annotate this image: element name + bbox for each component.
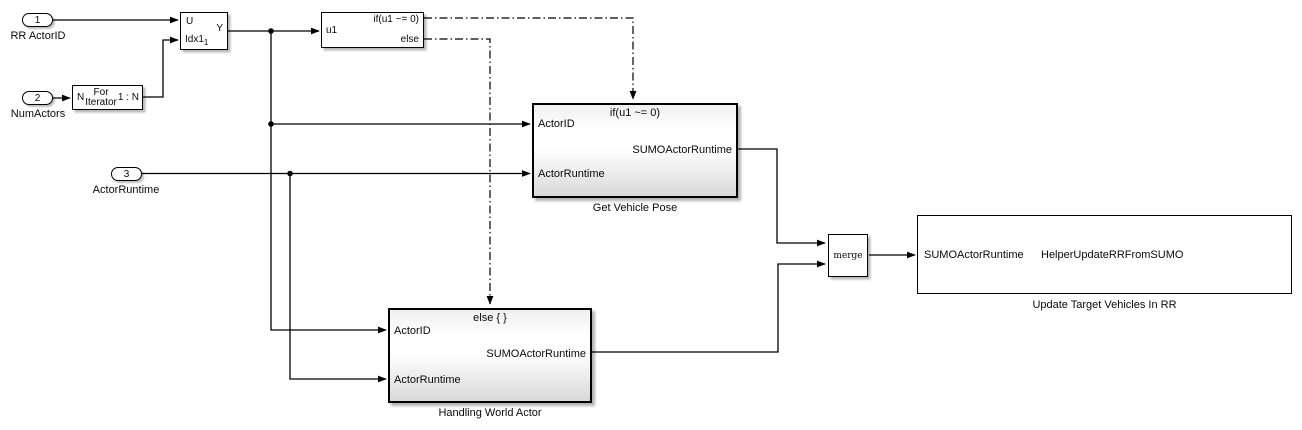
- if-block-output-else: else: [400, 34, 419, 45]
- inport-3-label: ActorRuntime: [92, 184, 160, 196]
- update-block-inport-sumoactorruntime: SUMOActorRuntime: [924, 249, 1024, 261]
- wire-junction-dot: [268, 28, 274, 34]
- selector-input-idx1: Idx11: [185, 34, 209, 47]
- inport-1-label: RR ActorID: [10, 30, 66, 42]
- merge-block[interactable]: merge: [828, 234, 868, 277]
- wire-foriterator-to-selector[interactable]: [143, 36, 179, 98]
- hwa-outport-sumoactorruntime: SUMOActorRuntime: [486, 348, 586, 360]
- inport-2-number: 2: [34, 92, 41, 104]
- selector-output-y: Y: [216, 23, 223, 34]
- subsystem-handling-world-actor[interactable]: else { } ActorID SUMOActorRuntime ActorR…: [388, 308, 592, 403]
- inport-1[interactable]: 1: [22, 13, 53, 27]
- action-wire-if-to-gvp[interactable]: [424, 17, 637, 100]
- update-block-helper-text: HelperUpdateRRFromSUMO: [1041, 249, 1184, 261]
- inport-3-number: 3: [123, 168, 130, 180]
- subsystem-get-vehicle-pose[interactable]: if(u1 ~= 0) ActorID SUMOActorRuntime Act…: [532, 103, 738, 198]
- hwa-action-port-label: else { }: [473, 312, 507, 324]
- selector-idx-subscript: 1: [203, 38, 209, 47]
- inport-1-number: 1: [34, 14, 41, 26]
- wire-hwa-to-merge[interactable]: [592, 260, 826, 353]
- if-block[interactable]: u1 if(u1 ~= 0) else: [321, 12, 424, 48]
- inport-3[interactable]: 3: [111, 167, 142, 181]
- hwa-inport-actorruntime: ActorRuntime: [394, 374, 461, 386]
- gvp-inport-actorid: ActorID: [538, 118, 575, 130]
- gvp-action-port-label: if(u1 ~= 0): [609, 107, 661, 119]
- gvp-block-name: Get Vehicle Pose: [592, 202, 678, 214]
- inport-2-label: NumActors: [10, 108, 66, 120]
- wire-inport3-branch-hwa[interactable]: [289, 173, 387, 383]
- inport-2[interactable]: 2: [22, 91, 53, 105]
- update-block-name: Update Target Vehicles In RR: [1032, 299, 1177, 311]
- action-wire-else-to-hwa[interactable]: [424, 38, 494, 305]
- hwa-inport-actorid: ActorID: [394, 325, 431, 337]
- merge-block-label: merge: [833, 250, 863, 261]
- wire-junction-dot: [268, 121, 274, 127]
- selector-input-u: U: [186, 16, 194, 27]
- gvp-inport-actorruntime: ActorRuntime: [538, 168, 605, 180]
- update-target-vehicles-block[interactable]: SUMOActorRuntime HelperUpdateRRFromSUMO: [917, 215, 1292, 294]
- if-block-input-u1: u1: [326, 25, 338, 36]
- gvp-outport-sumoactorruntime: SUMOActorRuntime: [632, 144, 732, 156]
- wire-gvp-to-merge[interactable]: [738, 148, 826, 247]
- hwa-block-name: Handling World Actor: [438, 407, 542, 419]
- if-block-output-if: if(u1 ~= 0): [373, 14, 419, 25]
- for-iterator-output-label: 1 : N: [117, 92, 139, 103]
- wire-junction-dot: [287, 170, 293, 177]
- wire-selector-branch-hwa-actorid[interactable]: [270, 31, 387, 334]
- for-iterator-input-n: N: [77, 92, 85, 103]
- selector-block[interactable]: U Idx11 Y: [180, 12, 228, 50]
